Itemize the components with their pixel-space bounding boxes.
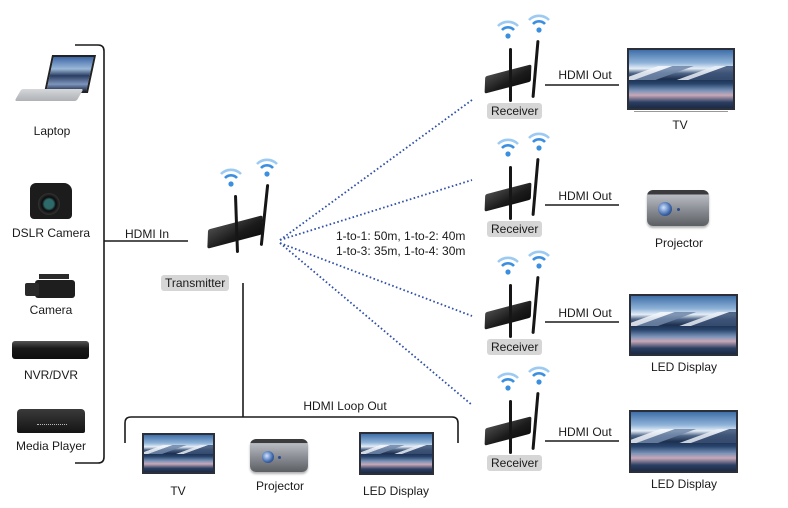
loop-out-bracket — [124, 416, 459, 443]
display-label: LED Display — [650, 477, 718, 491]
wifi-icon — [256, 158, 278, 177]
tv-icon — [142, 433, 215, 474]
receiver-icon — [482, 130, 552, 220]
media-player-icon — [17, 409, 85, 433]
hdmi-in-label: HDMI In — [124, 227, 169, 241]
tv-icon — [627, 48, 735, 110]
receiver-label: Receiver — [487, 455, 543, 471]
nvr-dvr-icon — [12, 341, 89, 359]
wifi-icon — [220, 168, 242, 187]
wifi-icon — [497, 256, 519, 275]
wireless-link-1 — [279, 99, 473, 241]
display-label: TV — [170, 484, 186, 498]
receiver-icon — [482, 12, 552, 102]
source-label: Laptop — [33, 124, 71, 138]
dslr-camera-icon — [30, 183, 72, 219]
source-bracket — [75, 44, 105, 464]
source-label: DSLR Camera — [11, 226, 91, 240]
wifi-icon — [528, 132, 550, 151]
wireless-link-2 — [279, 179, 473, 241]
display-label: Projector — [654, 236, 704, 250]
transmitter-icon — [205, 158, 285, 260]
receiver-icon — [482, 364, 552, 454]
wifi-icon — [497, 372, 519, 391]
range-text-line-2: 1-to-3: 35m, 1-to-4: 30m — [336, 244, 466, 258]
source-label: Camera — [29, 303, 73, 317]
receiver-label: Receiver — [487, 221, 543, 237]
hdmi-out-label: HDMI Out — [558, 68, 612, 82]
hdmi-out-label: HDMI Out — [558, 425, 612, 439]
receiver-label: Receiver — [487, 339, 543, 355]
projector-icon — [250, 439, 308, 472]
led-display-icon — [359, 432, 434, 475]
wifi-icon — [528, 366, 550, 385]
tv-stand — [634, 111, 728, 112]
receiver-label: Receiver — [487, 103, 543, 119]
display-label: TV — [672, 118, 688, 132]
led-display-icon — [629, 294, 738, 356]
loop-out-label: HDMI Loop Out — [303, 399, 387, 413]
wifi-icon — [497, 138, 519, 157]
camcorder-icon — [25, 272, 77, 298]
display-label: LED Display — [650, 360, 718, 374]
source-label: NVR/DVR — [23, 368, 78, 382]
source-label: Media Player — [15, 439, 87, 453]
display-label: LED Display — [362, 484, 430, 498]
hdmi-out-label: HDMI Out — [558, 306, 612, 320]
wireless-link-4 — [279, 242, 473, 406]
transmitter-label: Transmitter — [161, 275, 230, 291]
range-text-line-1: 1-to-1: 50m, 1-to-2: 40m — [336, 229, 466, 243]
laptop-icon — [14, 55, 97, 107]
display-label: Projector — [255, 479, 305, 493]
hdmi-out-label: HDMI Out — [558, 189, 612, 203]
wifi-icon — [528, 250, 550, 269]
projector-icon — [647, 190, 709, 226]
receiver-icon — [482, 248, 552, 338]
wifi-icon — [497, 20, 519, 39]
wifi-icon — [528, 14, 550, 33]
led-display-icon — [629, 410, 738, 473]
